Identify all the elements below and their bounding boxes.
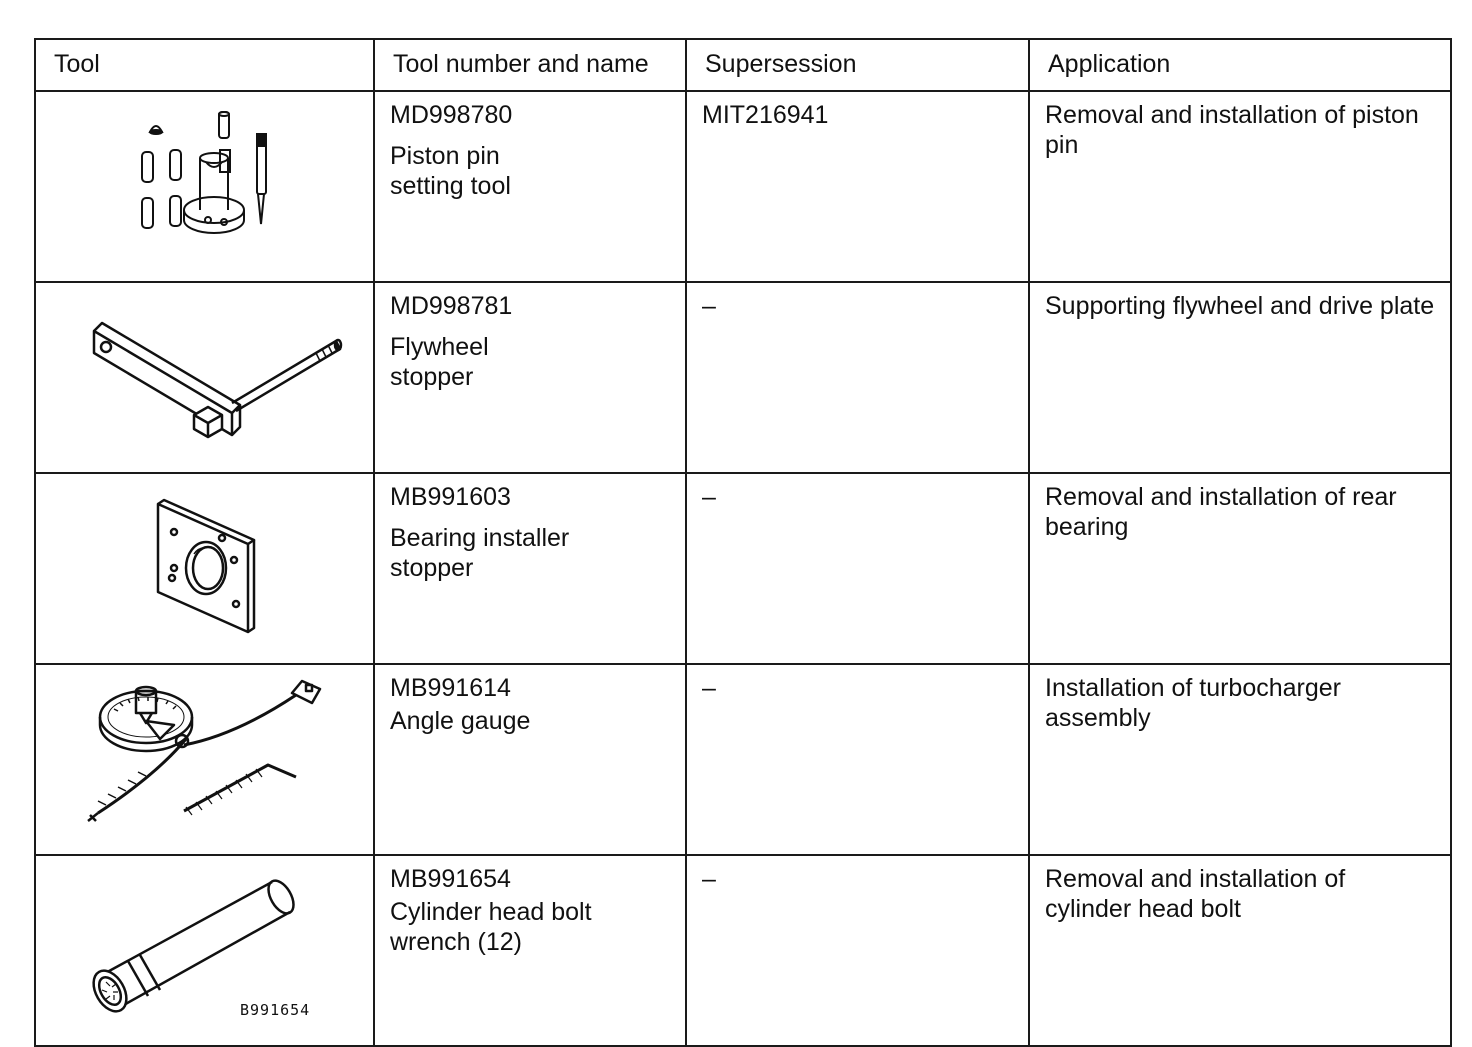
- tool-image-cell: [34, 663, 375, 856]
- tool-number-name-cell: MB991603 Bearing installer stopper: [373, 472, 687, 665]
- figure-id-label: B991654: [240, 1001, 310, 1019]
- application-cell: Removal and installation of rear bearing: [1028, 472, 1452, 665]
- bearing-installer-stopper-icon: [156, 498, 256, 634]
- tool-number-name-cell: MD998780 Piston pin setting tool: [373, 90, 687, 283]
- tool-name-line: Bearing installer: [390, 524, 570, 552]
- application-cell: Installation of turbocharger assembly: [1028, 663, 1452, 856]
- supersession-cell: –: [685, 854, 1030, 1047]
- application-cell: Supporting flywheel and drive plate: [1028, 281, 1452, 474]
- tool-number-name-cell: MB991654 Cylinder head bolt wrench (12): [373, 854, 687, 1047]
- application-cell: Removal and installation of cylinder hea…: [1028, 854, 1452, 1047]
- supersession-cell: –: [685, 663, 1030, 856]
- tool-number: MB991614: [390, 674, 511, 702]
- tool-name-line: Piston pin: [390, 142, 500, 170]
- tool-number: MB991603: [390, 483, 511, 511]
- tool-number-name-cell: MB991614 Angle gauge: [373, 663, 687, 856]
- header-tool-number-and-name: Tool number and name: [373, 38, 687, 92]
- header-tool: Tool: [34, 38, 375, 92]
- table-row: B991654 MB991654 Cylinder head bolt wren…: [34, 854, 1452, 1047]
- flywheel-stopper-icon: [92, 321, 343, 439]
- tool-name-line: stopper: [390, 554, 474, 582]
- cylinder-head-bolt-wrench-icon: B991654: [92, 879, 310, 1019]
- tool-image-cell: [34, 90, 375, 283]
- table-row: MB991614 Angle gauge – Installation of t…: [34, 663, 1452, 856]
- table-header-row: Tool Tool number and name Supersession A…: [34, 38, 1452, 92]
- table-row: MD998781 Flywheel stopper – Supporting f…: [34, 281, 1452, 474]
- header-application: Application: [1028, 38, 1452, 92]
- special-tools-table: Tool Tool number and name Supersession A…: [34, 38, 1452, 1047]
- tool-name-line: Cylinder head bolt: [390, 898, 592, 926]
- tool-number: MB991654: [390, 865, 511, 893]
- application-cell: Removal and installation of piston pin: [1028, 90, 1452, 283]
- tool-name-line: stopper: [390, 363, 474, 391]
- tool-name-line: Angle gauge: [390, 707, 531, 735]
- table-row: MD998780 Piston pin setting tool MIT2169…: [34, 90, 1452, 283]
- tool-image-cell: B991654: [34, 854, 375, 1047]
- tool-name-line: Flywheel: [390, 333, 489, 361]
- supersession-cell: –: [685, 472, 1030, 665]
- tool-number: MD998781: [390, 292, 513, 320]
- tool-number: MD998780: [390, 101, 513, 129]
- supersession-cell: –: [685, 281, 1030, 474]
- header-supersession: Supersession: [685, 38, 1030, 92]
- tool-name-line: setting tool: [390, 172, 511, 200]
- tool-number-name-cell: MD998781 Flywheel stopper: [373, 281, 687, 474]
- supersession-cell: MIT216941: [685, 90, 1030, 283]
- angle-gauge-icon: [87, 679, 322, 822]
- piston-pin-setting-tool-icon: [141, 111, 267, 234]
- tool-name-line: wrench (12): [390, 928, 522, 956]
- table-row: MB991603 Bearing installer stopper – Rem…: [34, 472, 1452, 665]
- tool-image-cell: [34, 281, 375, 474]
- tool-image-cell: [34, 472, 375, 665]
